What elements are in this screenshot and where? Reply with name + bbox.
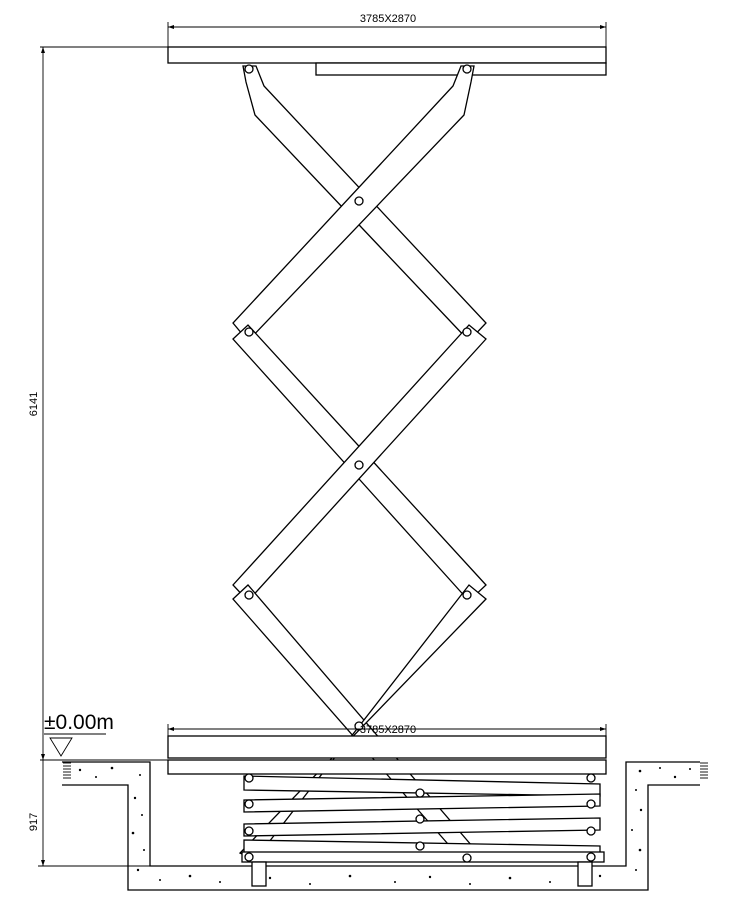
foundation-pit — [62, 761, 708, 891]
top-platform: 3785X2870 — [167, 13, 607, 76]
pit-depth-dimension: 917 — [28, 760, 150, 867]
collapsed-scissor-stack — [241, 773, 605, 887]
top-platform-dimension: 3785X2870 — [360, 13, 416, 25]
ground-level-mark: ±0.00m — [40, 711, 168, 761]
ground-level-label: ±0.00m — [44, 711, 114, 734]
height-dimension: 6141 — [28, 46, 168, 760]
bottom-platform-dimension: 3785X2870 — [360, 724, 416, 736]
height-dimension-value: 6141 — [28, 392, 40, 416]
pit-depth-value: 917 — [28, 813, 40, 831]
pivot-pins — [244, 64, 472, 731]
lowered-platform: 3785X2870 — [167, 724, 607, 775]
